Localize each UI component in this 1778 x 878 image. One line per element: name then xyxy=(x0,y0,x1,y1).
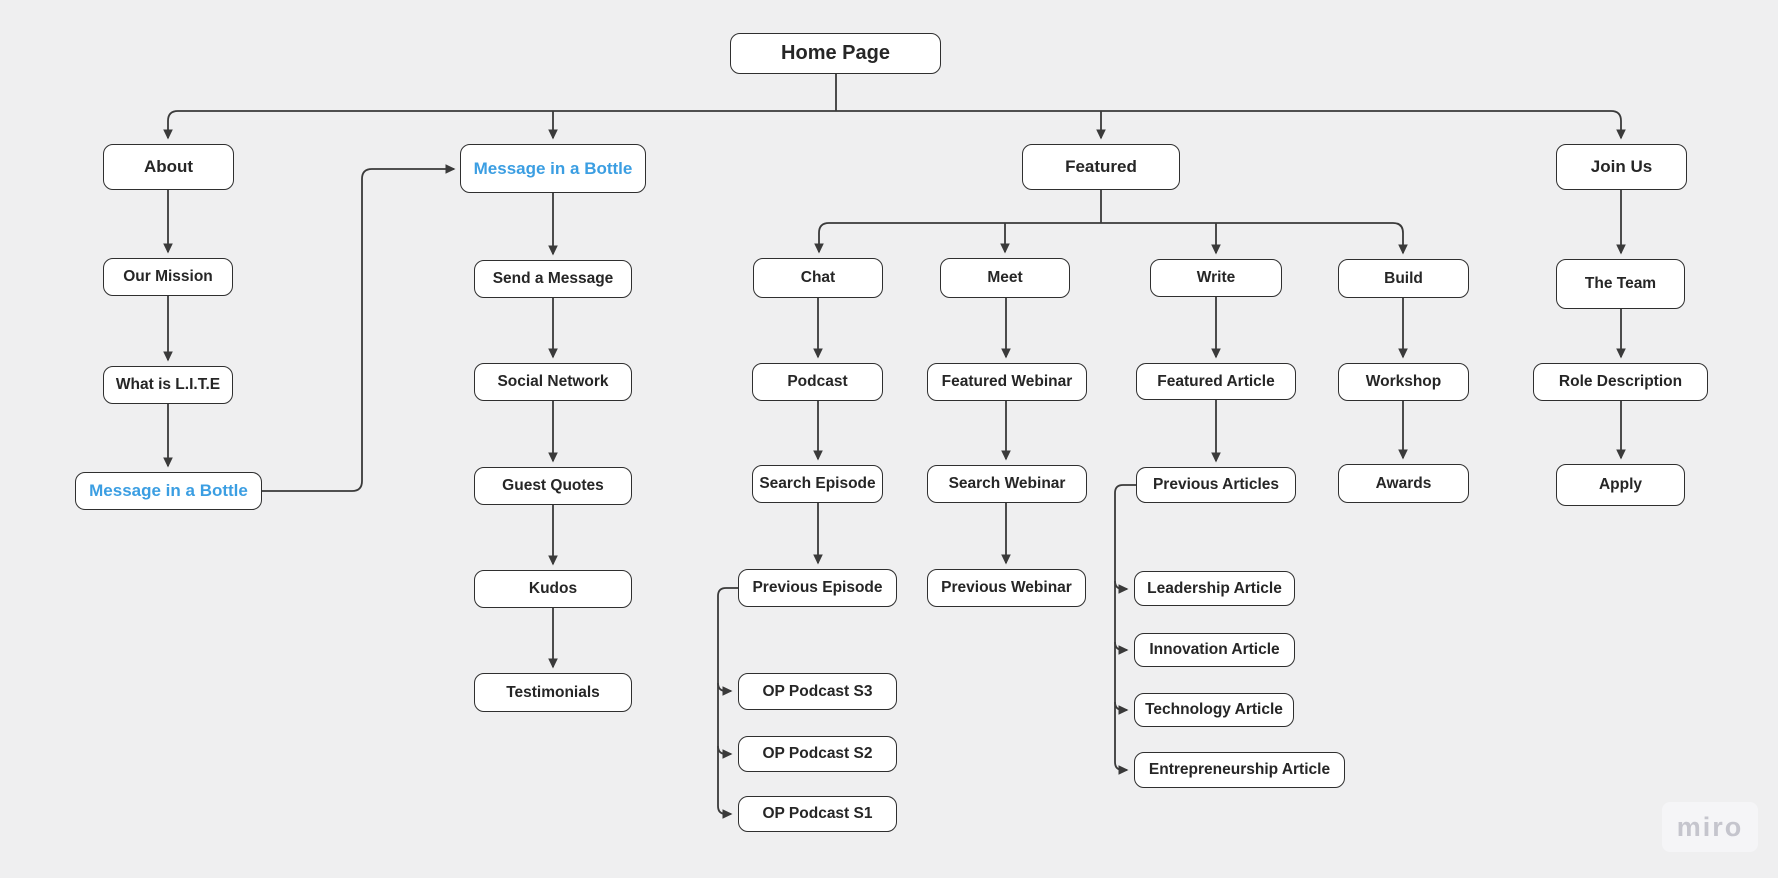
node-message-in-a-bottle-left[interactable]: Message in a Bottle xyxy=(75,472,262,510)
node-featured[interactable]: Featured xyxy=(1022,144,1180,190)
node-social-network[interactable]: Social Network xyxy=(474,363,632,401)
miro-logo-label: miro xyxy=(1676,811,1744,842)
node-label: OP Podcast S1 xyxy=(762,805,873,822)
node-awards[interactable]: Awards xyxy=(1338,464,1469,503)
node-label: Technology Article xyxy=(1145,701,1283,718)
node-label: Chat xyxy=(800,269,836,286)
node-label: Featured Article xyxy=(1157,372,1275,390)
node-op-podcast-s1[interactable]: OP Podcast S1 xyxy=(738,796,897,832)
node-search-webinar[interactable]: Search Webinar xyxy=(927,465,1087,503)
node-build[interactable]: Build xyxy=(1338,259,1469,298)
node-label: OP Podcast S2 xyxy=(762,745,873,762)
node-op-podcast-s3[interactable]: OP Podcast S3 xyxy=(738,673,897,710)
node-label: Workshop xyxy=(1365,373,1442,390)
node-workshop[interactable]: Workshop xyxy=(1338,363,1469,401)
node-label: Guest Quotes xyxy=(502,477,604,494)
node-label: Message in a Bottle xyxy=(473,158,633,178)
node-label: Featured Webinar xyxy=(941,373,1073,390)
node-featured-article[interactable]: Featured Article xyxy=(1136,363,1296,400)
node-label: Join Us xyxy=(1590,157,1653,176)
node-previous-articles[interactable]: Previous Articles xyxy=(1136,467,1296,503)
node-label: Message in a Bottle xyxy=(89,481,248,500)
node-label: Previous Articles xyxy=(1152,476,1280,493)
node-previous-episode[interactable]: Previous Episode xyxy=(738,569,897,607)
node-label: Our Mission xyxy=(123,268,213,285)
node-previous-webinar[interactable]: Previous Webinar xyxy=(927,569,1086,607)
node-label: Kudos xyxy=(528,580,578,597)
node-label: Write xyxy=(1196,269,1236,286)
node-send-a-message[interactable]: Send a Message xyxy=(474,260,632,298)
node-label: OP Podcast S3 xyxy=(762,682,873,700)
miro-logo[interactable]: miro xyxy=(1662,802,1758,852)
node-label: Innovation Article xyxy=(1149,641,1280,658)
node-entrepreneurship-article[interactable]: Entrepreneurship Article xyxy=(1134,752,1345,788)
node-label: Search Webinar xyxy=(948,475,1066,492)
node-label: Social Network xyxy=(497,373,609,390)
node-podcast[interactable]: Podcast xyxy=(752,363,883,401)
node-op-podcast-s2[interactable]: OP Podcast S2 xyxy=(738,736,897,772)
node-leadership-article[interactable]: Leadership Article xyxy=(1134,571,1295,606)
node-technology-article[interactable]: Technology Article xyxy=(1134,693,1294,727)
node-label: Meet xyxy=(987,269,1023,286)
node-join-us[interactable]: Join Us xyxy=(1556,144,1687,190)
node-what-is-lite[interactable]: What is L.I.T.E xyxy=(103,366,233,404)
node-label: The Team xyxy=(1584,275,1657,292)
node-role-description[interactable]: Role Description xyxy=(1533,363,1708,401)
node-write[interactable]: Write xyxy=(1150,259,1282,297)
node-our-mission[interactable]: Our Mission xyxy=(103,258,233,296)
node-label: Testimonials xyxy=(506,683,600,701)
node-label: Home Page xyxy=(781,42,890,64)
node-home-page[interactable]: Home Page xyxy=(730,33,941,74)
node-about[interactable]: About xyxy=(103,144,234,190)
node-label: Entrepreneurship Article xyxy=(1148,761,1331,778)
node-label: About xyxy=(143,157,194,176)
node-the-team[interactable]: The Team xyxy=(1556,259,1685,309)
node-kudos[interactable]: Kudos xyxy=(474,570,632,608)
node-label: Apply xyxy=(1598,476,1643,493)
node-meet[interactable]: Meet xyxy=(940,258,1070,298)
node-message-in-a-bottle-top[interactable]: Message in a Bottle xyxy=(460,144,646,193)
node-innovation-article[interactable]: Innovation Article xyxy=(1134,633,1295,667)
node-label: What is L.I.T.E xyxy=(115,376,221,393)
node-label: Podcast xyxy=(787,373,848,390)
node-guest-quotes[interactable]: Guest Quotes xyxy=(474,467,632,505)
node-apply[interactable]: Apply xyxy=(1556,464,1685,506)
node-search-episode[interactable]: Search Episode xyxy=(752,465,883,503)
node-label: Search Episode xyxy=(759,475,876,492)
node-label: Send a Message xyxy=(492,270,614,287)
node-featured-webinar[interactable]: Featured Webinar xyxy=(927,363,1087,401)
node-label: Featured xyxy=(1065,157,1137,176)
node-testimonials[interactable]: Testimonials xyxy=(474,673,632,712)
node-label: Previous Webinar xyxy=(941,579,1072,596)
node-label: Role Description xyxy=(1558,373,1683,390)
node-label: Build xyxy=(1384,269,1423,287)
node-label: Previous Episode xyxy=(752,579,883,596)
node-label: Awards xyxy=(1375,474,1432,492)
node-label: Leadership Article xyxy=(1147,579,1282,597)
node-chat[interactable]: Chat xyxy=(753,258,883,298)
